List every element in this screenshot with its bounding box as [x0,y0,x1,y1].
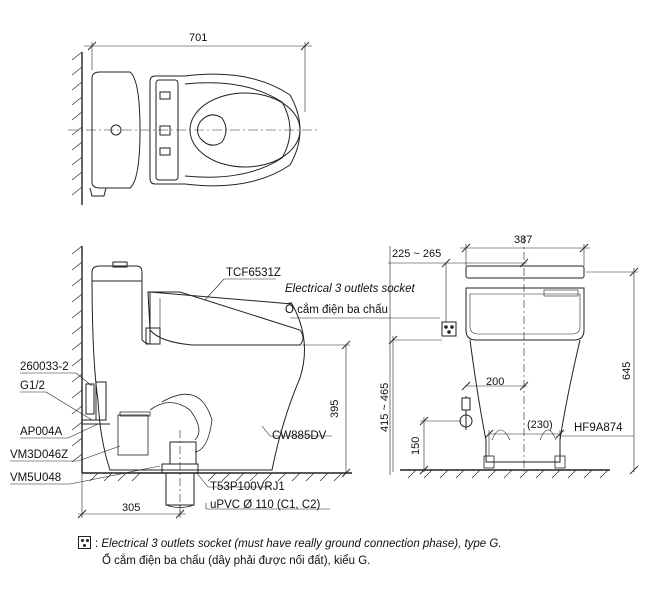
socket-callout-vi: Ổ cắm điện ba chấu [285,304,388,316]
inlet-range-dim: 415 ~ 465 [379,382,391,432]
socket-symbol-icon [78,536,91,549]
flange-callout: VM3D046Z [10,449,69,461]
bolts-callout: HF9A874 [574,422,623,434]
water-inlet-callout: 260033-2 [20,361,69,373]
gasket-callout: VM5U048 [10,472,62,484]
legend: : Electrical 3 outlets socket (must have… [78,536,502,570]
bolt-spacing-dim: (230) [527,419,553,431]
front-view [290,236,639,479]
side-height-dim: 395 [329,399,341,418]
socket-range-dim: 225 ~ 265 [392,248,442,260]
pipe-callout: uPVC Ø 110 (C1, C2) [210,499,321,511]
side-offset-dim: 305 [122,502,141,514]
valve-callout: AP004A [20,426,63,438]
adapter-callout: T53P100VRJ1 [210,481,285,493]
seat-callout: TCF6531Z [226,267,281,279]
thread-callout: G1/2 [20,380,45,392]
front-width-dim: 387 [514,234,533,246]
inlet-offset-dim: 200 [486,376,505,388]
top-width-dim: 701 [189,32,208,44]
side-view [10,245,352,519]
top-view [68,41,320,205]
socket-callout-en: Electrical 3 outlets socket [285,283,415,295]
bowl-callout: CW885DV [272,430,327,442]
inlet-height-dim: 150 [410,436,422,455]
legend-line-vi: Ổ cắm điện ba chấu (dây phải được nối đấ… [102,555,371,567]
front-height-dim: 645 [621,361,633,380]
legend-line-en: Electrical 3 outlets socket (must have r… [101,538,502,550]
